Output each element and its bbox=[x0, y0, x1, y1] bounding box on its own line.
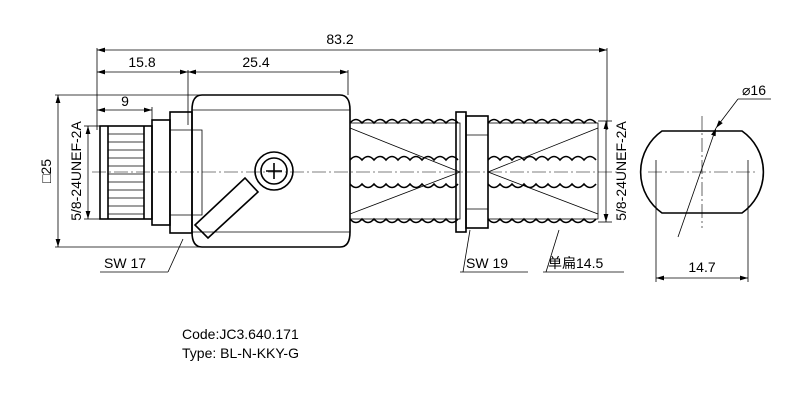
thread-left-label: 5/8-24UNEF-2A bbox=[68, 121, 84, 221]
diameter-label: ⌀16 bbox=[742, 82, 766, 98]
body-length-label: 25.4 bbox=[242, 54, 269, 70]
square-size-label: □25 bbox=[38, 159, 54, 183]
type-text: Type: BL-N-KKY-G bbox=[182, 345, 299, 361]
single-flat-label: 单扁14.5 bbox=[548, 255, 603, 271]
dimension-lines bbox=[55, 47, 771, 282]
front-length-label: 15.8 bbox=[128, 54, 155, 70]
flat-width-label: 14.7 bbox=[688, 259, 715, 275]
main-body bbox=[191, 94, 351, 248]
code-text: Code:JC3.640.171 bbox=[182, 326, 299, 342]
wrench-left-label: SW 17 bbox=[104, 255, 146, 271]
overall-length-label: 83.2 bbox=[326, 31, 353, 47]
connector-length-label: 9 bbox=[121, 93, 129, 109]
wrench-right-label: SW 19 bbox=[466, 255, 508, 271]
thread-right-label: 5/8-24UNEF-2A bbox=[613, 121, 629, 221]
end-view bbox=[639, 116, 765, 228]
connector-left bbox=[99, 111, 193, 234]
